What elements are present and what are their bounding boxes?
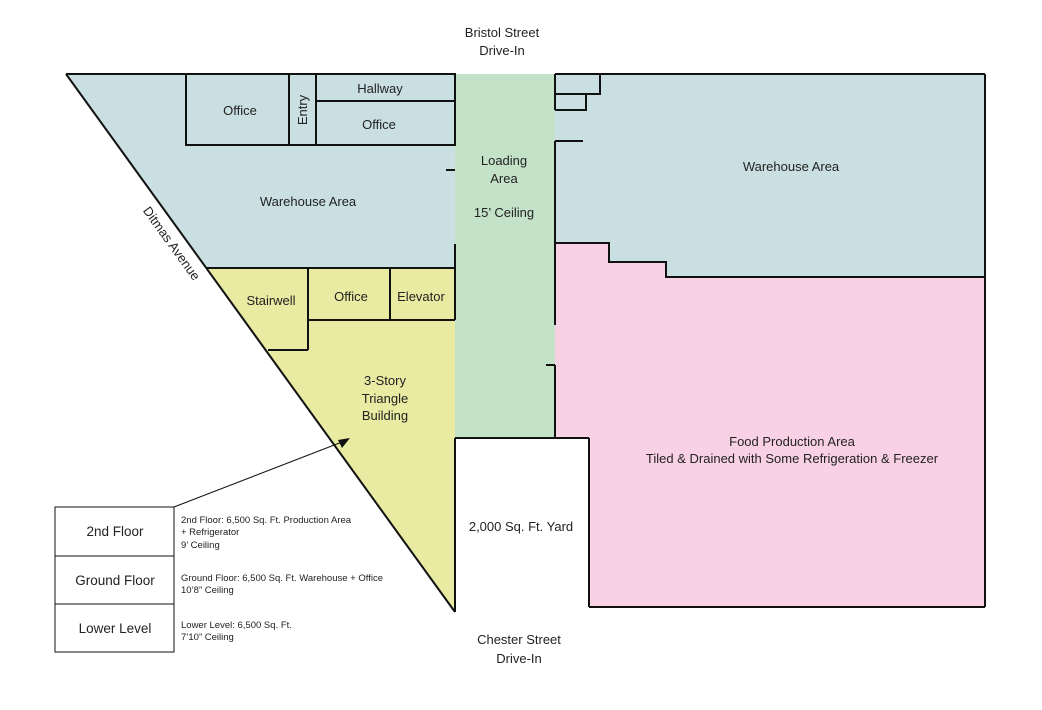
ditmas-avenue-wall	[65, 73, 456, 613]
floor-label-lower: Lower Level	[79, 621, 152, 636]
floor-desc-ground-line2: 10’8” Ceiling	[181, 585, 234, 596]
floor-desc-lower-line1: Lower Level: 6,500 Sq. Ft.	[181, 620, 292, 631]
room-entry: Entry	[295, 94, 310, 125]
floor-desc-lower-line2: 7’10” Ceiling	[181, 632, 234, 643]
floor-box-lower	[54, 603, 175, 653]
arrow-head-icon	[338, 438, 350, 448]
floor-desc-ground-line1: Ground Floor: 6,500 Sq. Ft. Warehouse + …	[181, 573, 383, 584]
room-office-top-left: Office	[223, 103, 257, 118]
small-room-b	[555, 94, 587, 111]
room-food-line1: Food Production Area	[729, 434, 856, 449]
room-loading-line3: 15’ Ceiling	[474, 205, 534, 220]
street-top-line1: Bristol Street	[465, 25, 540, 40]
street-bottom-line2: Drive-In	[496, 651, 542, 666]
room-office-mid: Office	[334, 289, 368, 304]
room-loading-line2: Area	[490, 171, 518, 186]
room-office-top-mid: Office	[362, 117, 396, 132]
room-triangle-line2: Triangle	[362, 391, 408, 406]
street-top-line2: Drive-In	[479, 43, 525, 58]
room-stairwell: Stairwell	[246, 293, 295, 308]
floor-label-2nd: 2nd Floor	[86, 524, 144, 539]
room-warehouse-right: Warehouse Area	[743, 159, 840, 174]
warehouse-left-area	[66, 74, 455, 268]
floor-desc-2nd-line1: 2nd Floor: 6,500 Sq. Ft. Production Area	[181, 515, 352, 526]
street-bottom-line1: Chester Street	[477, 632, 561, 647]
room-elevator: Elevator	[397, 289, 445, 304]
loading-area	[455, 74, 555, 438]
floor-desc-2nd-line3: 9’ Ceiling	[181, 540, 220, 551]
room-hallway: Hallway	[357, 81, 403, 96]
floor-label-ground: Ground Floor	[75, 573, 155, 588]
arrow-line	[173, 441, 343, 508]
floor-box-2nd	[54, 506, 175, 557]
room-loading-line1: Loading	[481, 153, 527, 168]
small-room-a	[555, 74, 601, 95]
food-production-area	[555, 243, 985, 607]
floor-box-ground	[54, 555, 175, 605]
warehouse-right-area	[555, 74, 985, 277]
room-yard: 2,000 Sq. Ft. Yard	[469, 519, 573, 534]
room-food-line2: Tiled & Drained with Some Refrigeration …	[646, 451, 939, 466]
floor-desc-2nd-line2: + Refrigerator	[181, 527, 239, 538]
food-warehouse-divider	[555, 242, 985, 278]
room-triangle-line1: 3-Story	[364, 373, 406, 388]
room-triangle-line3: Building	[362, 408, 408, 423]
room-warehouse-left: Warehouse Area	[260, 194, 357, 209]
